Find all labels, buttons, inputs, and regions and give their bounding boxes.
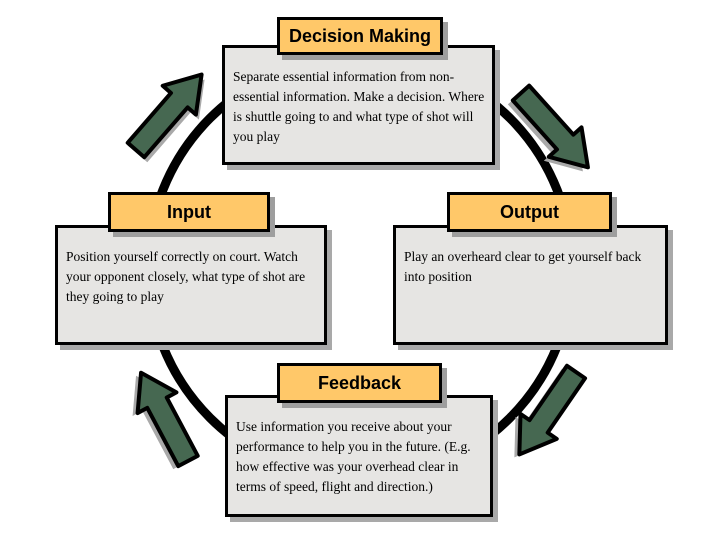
- decision-making-text: Separate essential information from non-…: [233, 69, 485, 144]
- output-title-label: Output: [500, 201, 559, 222]
- decision-making-panel: Separate essential information from non-…: [222, 45, 495, 165]
- arrow-up-right-icon: [125, 72, 205, 163]
- feedback-title-label: Feedback: [317, 372, 402, 393]
- output-title: Output: [447, 192, 612, 232]
- output-panel: Play an overheard clear to get yourself …: [393, 225, 668, 345]
- feedback-panel: Use information you receive about your p…: [225, 395, 493, 517]
- arrow-down-right-icon: [507, 83, 590, 172]
- input-panel: Position yourself correctly on court. Wa…: [55, 225, 327, 345]
- output-text: Play an overheard clear to get yourself …: [404, 249, 642, 284]
- input-text: Position yourself correctly on court. Wa…: [66, 249, 306, 304]
- decision-making-title-label: Decision Making: [288, 25, 432, 46]
- arrow-up-left-icon: [132, 370, 200, 470]
- feedback-title: Feedback: [277, 363, 442, 403]
- input-title: Input: [108, 192, 270, 232]
- feedback-text: Use information you receive about your p…: [236, 419, 471, 494]
- input-title-label: Input: [167, 201, 211, 222]
- decision-making-title: Decision Making: [277, 17, 443, 55]
- arrow-down-left-icon: [514, 363, 588, 458]
